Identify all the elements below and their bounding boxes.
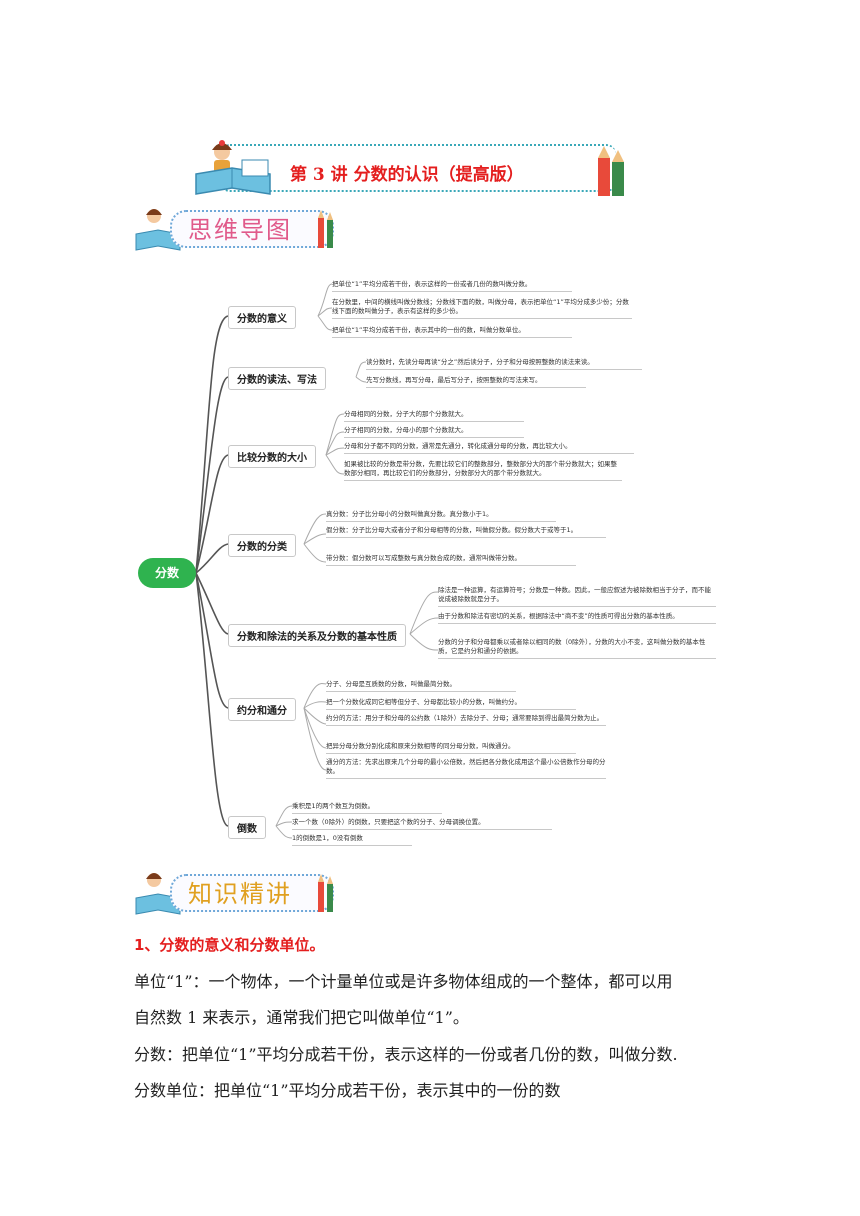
leaf-text: 乘积是1的两个数互为倒数。	[292, 802, 442, 814]
leaf-text: 如果被比较的分数是带分数，先要比较它们的整数部分，整数部分大的那个带分数就大；如…	[344, 460, 622, 481]
pencils-icon	[598, 146, 624, 196]
mindmap-section-header: 思维导图	[134, 206, 338, 252]
leaf-text: 1的倒数是1，0没有倒数	[292, 834, 412, 846]
leaf-text: 读分数时，先读分母再读“分之”然后读分子，分子和分母按照整数的读法来读。	[366, 358, 642, 370]
leaf-text: 除法是一种运算，有运算符号；分数是一种数。因此，一般应叙述为被除数相当于分子，而…	[438, 586, 716, 607]
leaf-text: 把异分母分数分别化成和原来分数相等的同分母分数，叫做通分。	[326, 742, 576, 754]
leaf-text: 分数的分子和分母都乘以或者除以相同的数（0除外），分数的大小不变，这叫做分数的基…	[438, 638, 716, 659]
branch-classification: 分数的分类	[228, 534, 296, 557]
mind-map-root: 分数	[138, 558, 196, 588]
lesson-title-banner: 第 3 讲 分数的认识（提高版）	[192, 138, 632, 198]
leaf-text: 假分数：分子比分母大或者分子和分母相等的分数，叫做假分数。假分数大于或等于1。	[326, 526, 606, 538]
leaf-text: 通分的方法：先求出原来几个分母的最小公倍数，然后把各分数化成用这个最小公倍数作分…	[326, 758, 606, 779]
content-line: 分数单位：把单位“1”平均分成若干份，表示其中的一份的数	[134, 1081, 561, 1100]
branch-compare: 比较分数的大小	[228, 445, 316, 468]
leaf-text: 分子相同的分数，分母小的那个分数就大。	[344, 426, 524, 438]
lesson-title: 第 3 讲 分数的认识（提高版）	[290, 165, 524, 185]
branch-reciprocal: 倒数	[228, 816, 266, 839]
content-line: 自然数 1 来表示，通常我们把它叫做单位“1”。	[134, 1008, 469, 1027]
leaf-text: 先写分数线，再写分母，最后写分子，按照整数的写法来写。	[366, 376, 586, 388]
section-tag	[170, 874, 334, 912]
leaf-text: 在分数里，中间的横线叫做分数线；分数线下面的数，叫做分母，表示把单位“1”平均分…	[332, 298, 632, 319]
girl-reading-icon	[135, 209, 181, 251]
girl-reading-icon	[135, 873, 181, 915]
leaf-text: 求一个数（0除外）的倒数，只要把这个数的分子、分母调换位置。	[292, 818, 552, 830]
branch-reading-writing: 分数的读法、写法	[228, 367, 326, 390]
branch-division-relation: 分数和除法的关系及分数的基本性质	[228, 624, 406, 647]
content-heading: 1、分数的意义和分数单位。	[134, 936, 325, 954]
knowledge-section-header: 知识精讲	[134, 870, 338, 916]
mind-map: 分数 分数的意义 把单位“1”平均分成若干份，表示这样的一份或者几份的数叫做分数…	[130, 270, 730, 860]
content-line: 分数：把单位“1”平均分成若干份，表示这样的一份或者几份的数，叫做分数.	[134, 1045, 678, 1064]
leaf-text: 把单位“1”平均分成若干份，表示其中的一份的数，叫做分数单位。	[332, 326, 572, 338]
section-tag	[170, 210, 334, 248]
pencils-icon	[318, 210, 333, 248]
leaf-text: 分子、分母是互质数的分数，叫做最简分数。	[326, 680, 516, 692]
content-line: 单位“1”：一个物体，一个计量单位或是许多物体组成的一个整体，都可以用	[134, 972, 673, 991]
mind-map-connectors	[195, 283, 439, 839]
leaf-text: 分母和分子都不同的分数，通常是先通分，转化成通分母的分数，再比较大小。	[344, 442, 634, 454]
leaf-text: 把单位“1”平均分成若干份，表示这样的一份或者几份的数叫做分数。	[332, 280, 572, 292]
section-title: 思维导图	[188, 216, 292, 244]
leaf-text: 把一个分数化成同它相等但分子、分母都比较小的分数，叫做约分。	[326, 698, 576, 710]
branch-meaning: 分数的意义	[228, 306, 296, 329]
leaf-text: 真分数：分子比分母小的分数叫做真分数。真分数小于1。	[326, 510, 556, 522]
pencils-icon	[318, 874, 333, 912]
leaf-text: 分母相同的分数，分子大的那个分数就大。	[344, 410, 524, 422]
leaf-text: 由于分数和除法有密切的关系，根据除法中“商不变”的性质可得出分数的基本性质。	[438, 612, 716, 624]
title-frame	[220, 144, 616, 192]
leaf-text: 约分的方法：用分子和分母的公约数（1除外）去除分子、分母；通常要除到得出最简分数…	[326, 714, 606, 726]
branch-reduce-common: 约分和通分	[228, 698, 296, 721]
girl-reading-icon	[195, 140, 271, 195]
leaf-text: 带分数：假分数可以写成整数与真分数合成的数，通常叫做带分数。	[326, 554, 576, 566]
section-title: 知识精讲	[188, 880, 292, 908]
